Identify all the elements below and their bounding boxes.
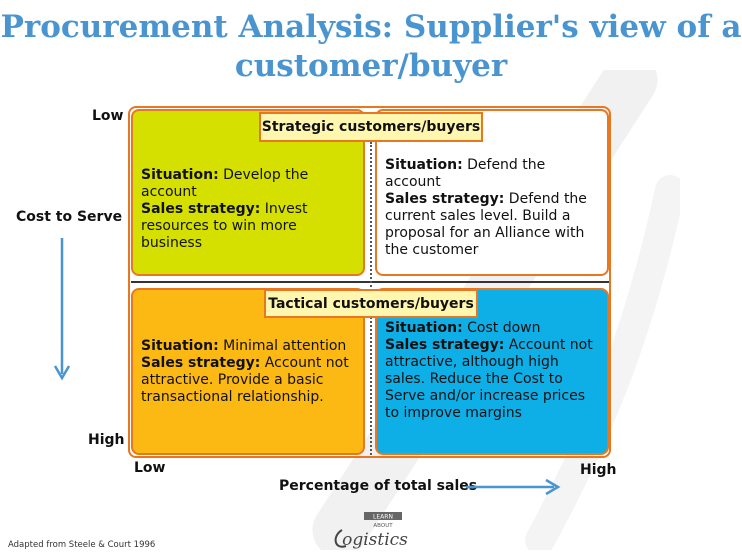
- svg-text:ogistics: ogistics: [342, 530, 408, 550]
- situation-key: Situation:: [141, 338, 219, 354]
- situation-key: Situation:: [385, 156, 463, 173]
- situation-text: Defend the account: [385, 156, 546, 190]
- matrix-frame: [128, 106, 611, 458]
- learn-about-logistics-logo: LEARN ABOUT ogistics: [330, 510, 420, 552]
- situation-text: Minimal attention: [218, 338, 347, 354]
- y-axis-arrow: [53, 238, 71, 381]
- page-title: Procurement Analysis: Supplier's view of…: [0, 8, 742, 86]
- situation-text: Develop the account: [141, 167, 309, 200]
- source-citation: Adapted from Steele & Court 1996: [8, 540, 156, 550]
- y-axis-high-label: High: [88, 432, 125, 448]
- situation-text: Cost down: [462, 320, 541, 336]
- x-axis-title: Percentage of total sales: [279, 478, 478, 494]
- title-line-2: customer/buyer: [234, 48, 508, 84]
- svg-text:ABOUT: ABOUT: [373, 523, 393, 529]
- strategy-text: Invest resources to win more business: [141, 201, 308, 251]
- strategy-key: Sales strategy:: [141, 355, 261, 371]
- x-axis-arrow: [466, 478, 561, 496]
- tactical-band-label: Tactical customers/buyers: [264, 289, 478, 318]
- svg-text:LEARN: LEARN: [373, 514, 393, 521]
- situation-key: Situation:: [141, 167, 219, 183]
- y-axis-low-label: Low: [92, 108, 124, 124]
- title-line-1: Procurement Analysis: Supplier's view of…: [0, 9, 742, 45]
- strategy-key: Sales strategy:: [141, 201, 261, 217]
- y-axis-title: Cost to Serve: [16, 209, 123, 225]
- strategy-text: Defend the current sales level. Build a …: [385, 190, 587, 258]
- x-axis-high-label: High: [580, 462, 617, 478]
- situation-key: Situation:: [385, 320, 463, 336]
- strategy-key: Sales strategy:: [385, 190, 505, 207]
- strategic-band-label: Strategic customers/buyers: [259, 112, 483, 142]
- x-axis-low-label: Low: [134, 460, 166, 476]
- strategy-text: Account not attractive, although high sa…: [385, 337, 593, 421]
- strategy-key: Sales strategy:: [385, 337, 505, 353]
- strategy-text: Account not attractive. Provide a basic …: [141, 355, 349, 405]
